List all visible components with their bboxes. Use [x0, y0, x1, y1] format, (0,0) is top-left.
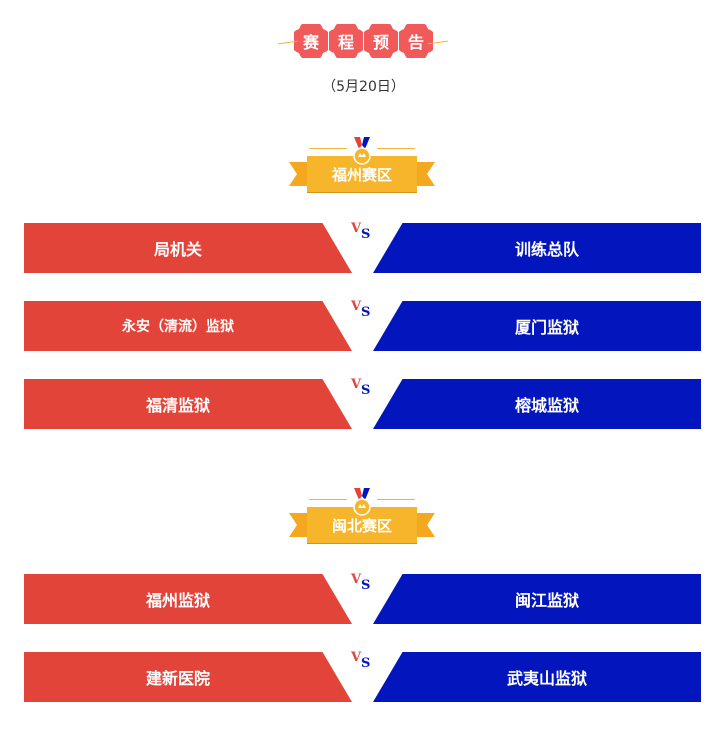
zone-banner-fuzhou: 福州赛区	[289, 137, 435, 197]
banner-line-left	[309, 499, 347, 500]
title-badge-2: 程	[329, 24, 363, 58]
vs-s: S	[361, 305, 371, 320]
team-right: 厦门监狱	[373, 301, 701, 351]
schedule-date: （5月20日）	[322, 79, 405, 95]
title-badge-1: 赛	[294, 24, 328, 58]
team-right: 武夷山监狱	[373, 652, 701, 702]
vs-v: V	[351, 572, 362, 587]
team-right: 闽江监狱	[373, 574, 701, 624]
vs-s: S	[361, 383, 371, 398]
title-badge-4: 告	[399, 24, 433, 58]
title-badge-3: 预	[364, 24, 398, 58]
vs-s: S	[361, 578, 371, 593]
zone-banner-minbei: 闽北赛区	[289, 488, 435, 548]
team-left: 福州监狱	[24, 574, 352, 624]
match-row: 永安（清流）监狱 V S 厦门监狱	[24, 299, 701, 351]
banner-line-right	[377, 148, 415, 149]
vs-mark: V S	[351, 572, 373, 594]
team-left: 永安（清流）监狱	[24, 301, 352, 351]
medal-icon	[353, 488, 371, 516]
vs-mark: V S	[351, 377, 373, 399]
medal-icon	[353, 137, 371, 165]
match-row: 局机关 V S 训练总队	[24, 221, 701, 273]
banner-line-right	[377, 499, 415, 500]
team-right: 榕城监狱	[373, 379, 701, 429]
team-left: 福清监狱	[24, 379, 352, 429]
ribbon-icon	[289, 513, 435, 537]
vs-v: V	[351, 299, 362, 314]
vs-v: V	[351, 650, 362, 665]
match-row: 福州监狱 V S 闽江监狱	[24, 572, 701, 624]
match-row: 福清监狱 V S 榕城监狱	[24, 377, 701, 429]
vs-v: V	[351, 377, 362, 392]
ribbon-icon	[289, 162, 435, 186]
schedule-title: 赛 程 预 告	[0, 22, 727, 62]
vs-mark: V S	[351, 650, 373, 672]
vs-s: S	[361, 656, 371, 671]
team-right: 训练总队	[373, 223, 701, 273]
banner-line-left	[309, 148, 347, 149]
vs-v: V	[351, 221, 362, 236]
vs-mark: V S	[351, 221, 373, 243]
team-left: 局机关	[24, 223, 352, 273]
vs-s: S	[361, 227, 371, 242]
match-row: 建新医院 V S 武夷山监狱	[24, 650, 701, 702]
vs-mark: V S	[351, 299, 373, 321]
team-left: 建新医院	[24, 652, 352, 702]
